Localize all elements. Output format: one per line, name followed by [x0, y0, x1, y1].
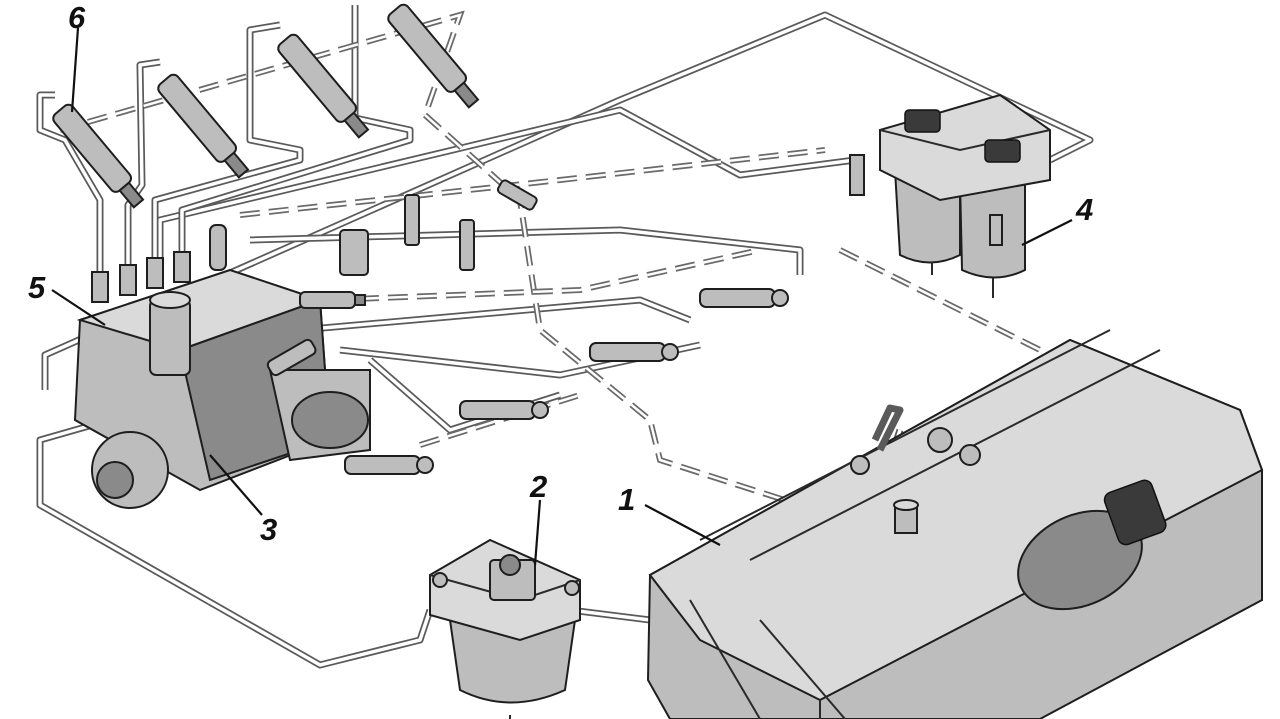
injection-pump	[73, 224, 371, 509]
fine-filter	[849, 93, 1051, 298]
callout-2: 2	[529, 469, 547, 504]
fuel-tank	[646, 329, 1264, 719]
callout-6: 6	[68, 0, 86, 35]
leader-lines	[51, 27, 1073, 566]
callout-4: 4	[1075, 192, 1093, 227]
callout-3: 3	[260, 512, 277, 547]
callouts: 1 2 3 4 5 6	[28, 0, 1093, 547]
coarse-filter	[429, 538, 581, 719]
callout-5: 5	[28, 270, 46, 305]
injectors	[52, 3, 480, 209]
callout-1: 1	[618, 482, 635, 517]
side-injectors	[266, 179, 789, 475]
